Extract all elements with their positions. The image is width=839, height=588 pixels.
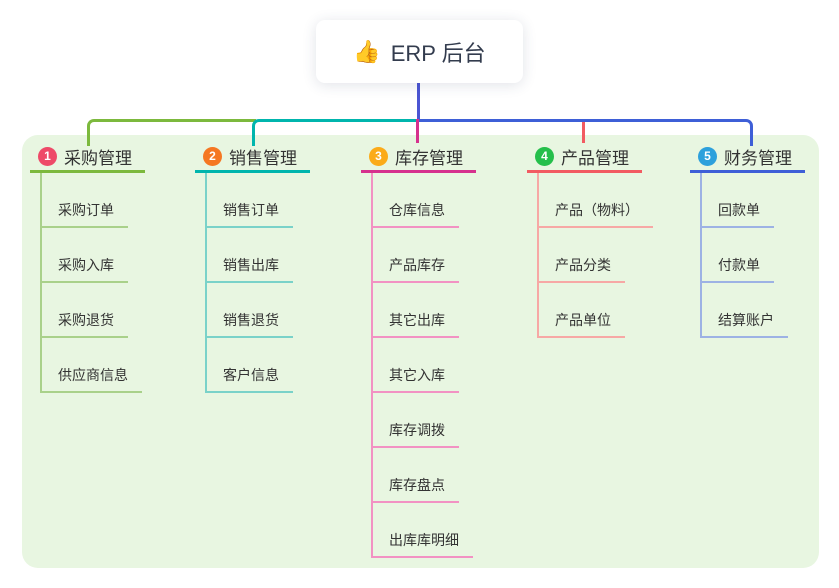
branch-title-row: 4 产品管理	[527, 143, 642, 173]
connector-bus-right	[418, 119, 753, 146]
mindmap-item: 回款单	[702, 173, 805, 228]
mindmap-item: 采购入库	[42, 228, 145, 283]
mindmap-item: 其它出库	[373, 283, 476, 338]
mindmap-item: 产品分类	[539, 228, 642, 283]
mindmap-item: 产品单位	[539, 283, 642, 338]
mindmap-item: 仓库信息	[373, 173, 476, 228]
branch-items: 回款单付款单结算账户	[700, 173, 805, 338]
item-label: 其它出库	[373, 310, 459, 338]
branches-panel	[22, 135, 819, 568]
item-label: 采购退货	[42, 310, 128, 338]
branch-4: 4 产品管理 产品（物料） 产品分类产品单位	[527, 143, 653, 338]
branch-title-row: 5 财务管理	[690, 143, 805, 173]
connector-root-line	[417, 83, 420, 120]
item-label: 库存盘点	[373, 475, 459, 503]
branch-title-row: 1 采购管理	[30, 143, 145, 173]
item-label: 客户信息	[207, 365, 293, 393]
item-label: 采购入库	[42, 255, 128, 283]
branch-items: 仓库信息产品库存其它出库其它入库库存调拨库存盘点出库库明细	[371, 173, 476, 558]
connector-drop-4	[582, 122, 585, 143]
item-label: 付款单	[702, 255, 774, 283]
mindmap-item: 销售退货	[207, 283, 310, 338]
mindmap-item: 销售订单	[207, 173, 310, 228]
branch-2: 2 销售管理 销售订单销售出库销售退货客户信息	[195, 143, 310, 393]
branch-3: 3 库存管理 仓库信息产品库存其它出库其它入库库存调拨库存盘点出库库明细	[361, 143, 476, 558]
mindmap-item: 付款单	[702, 228, 805, 283]
item-label: 销售出库	[207, 255, 293, 283]
branch-title-row: 3 库存管理	[361, 143, 476, 173]
item-label: 销售订单	[207, 200, 293, 228]
branch-number-badge: 5	[698, 147, 717, 166]
item-label: 结算账户	[702, 310, 788, 338]
item-label: 仓库信息	[373, 200, 459, 228]
connector-elbow-2	[252, 119, 421, 146]
mindmap-item: 库存调拨	[373, 393, 476, 448]
item-label: 其它入库	[373, 365, 459, 393]
mindmap-item: 采购退货	[42, 283, 145, 338]
item-label: 产品分类	[539, 255, 625, 283]
mindmap-item: 产品（物料）	[539, 173, 653, 228]
branch-items: 采购订单采购入库采购退货供应商信息	[40, 173, 145, 393]
item-label: 回款单	[702, 200, 774, 228]
branch-title-row: 2 销售管理	[195, 143, 310, 173]
item-label: 产品（物料）	[539, 200, 653, 228]
branch-items: 产品（物料） 产品分类产品单位	[537, 173, 653, 338]
mindmap-item: 库存盘点	[373, 448, 476, 503]
root-node: 👍 ERP 后台	[316, 20, 523, 83]
branch-1: 1 采购管理 采购订单采购入库采购退货供应商信息	[30, 143, 145, 393]
mindmap-item: 结算账户	[702, 283, 805, 338]
branch-number-badge: 4	[535, 147, 554, 166]
mindmap-item: 出库库明细	[373, 503, 476, 558]
item-label: 销售退货	[207, 310, 293, 338]
mindmap-item: 产品库存	[373, 228, 476, 283]
branch-5: 5 财务管理 回款单付款单结算账户	[690, 143, 805, 338]
branch-number-badge: 2	[203, 147, 222, 166]
branch-number-badge: 1	[38, 147, 57, 166]
connector-drop-3	[416, 119, 419, 143]
item-label: 库存调拨	[373, 420, 459, 448]
mindmap-item: 采购订单	[42, 173, 145, 228]
branch-title: 产品管理	[561, 149, 629, 168]
item-label: 供应商信息	[42, 365, 142, 393]
branch-title: 库存管理	[395, 149, 463, 168]
item-label: 产品单位	[539, 310, 625, 338]
branch-title: 财务管理	[724, 149, 792, 168]
item-label: 采购订单	[42, 200, 128, 228]
branch-items: 销售订单销售出库销售退货客户信息	[205, 173, 310, 393]
branch-title: 销售管理	[229, 149, 297, 168]
thumbs-up-icon: 👍	[353, 38, 381, 64]
item-label: 产品库存	[373, 255, 459, 283]
branch-number-badge: 3	[369, 147, 388, 166]
root-node-label: ERP 后台	[390, 40, 486, 66]
mindmap-item: 销售出库	[207, 228, 310, 283]
branch-title: 采购管理	[64, 149, 132, 168]
mindmap-item: 供应商信息	[42, 338, 145, 393]
item-label: 出库库明细	[373, 530, 473, 558]
mindmap-item: 客户信息	[207, 338, 310, 393]
connector-elbow-1	[87, 119, 256, 146]
mindmap-item: 其它入库	[373, 338, 476, 393]
